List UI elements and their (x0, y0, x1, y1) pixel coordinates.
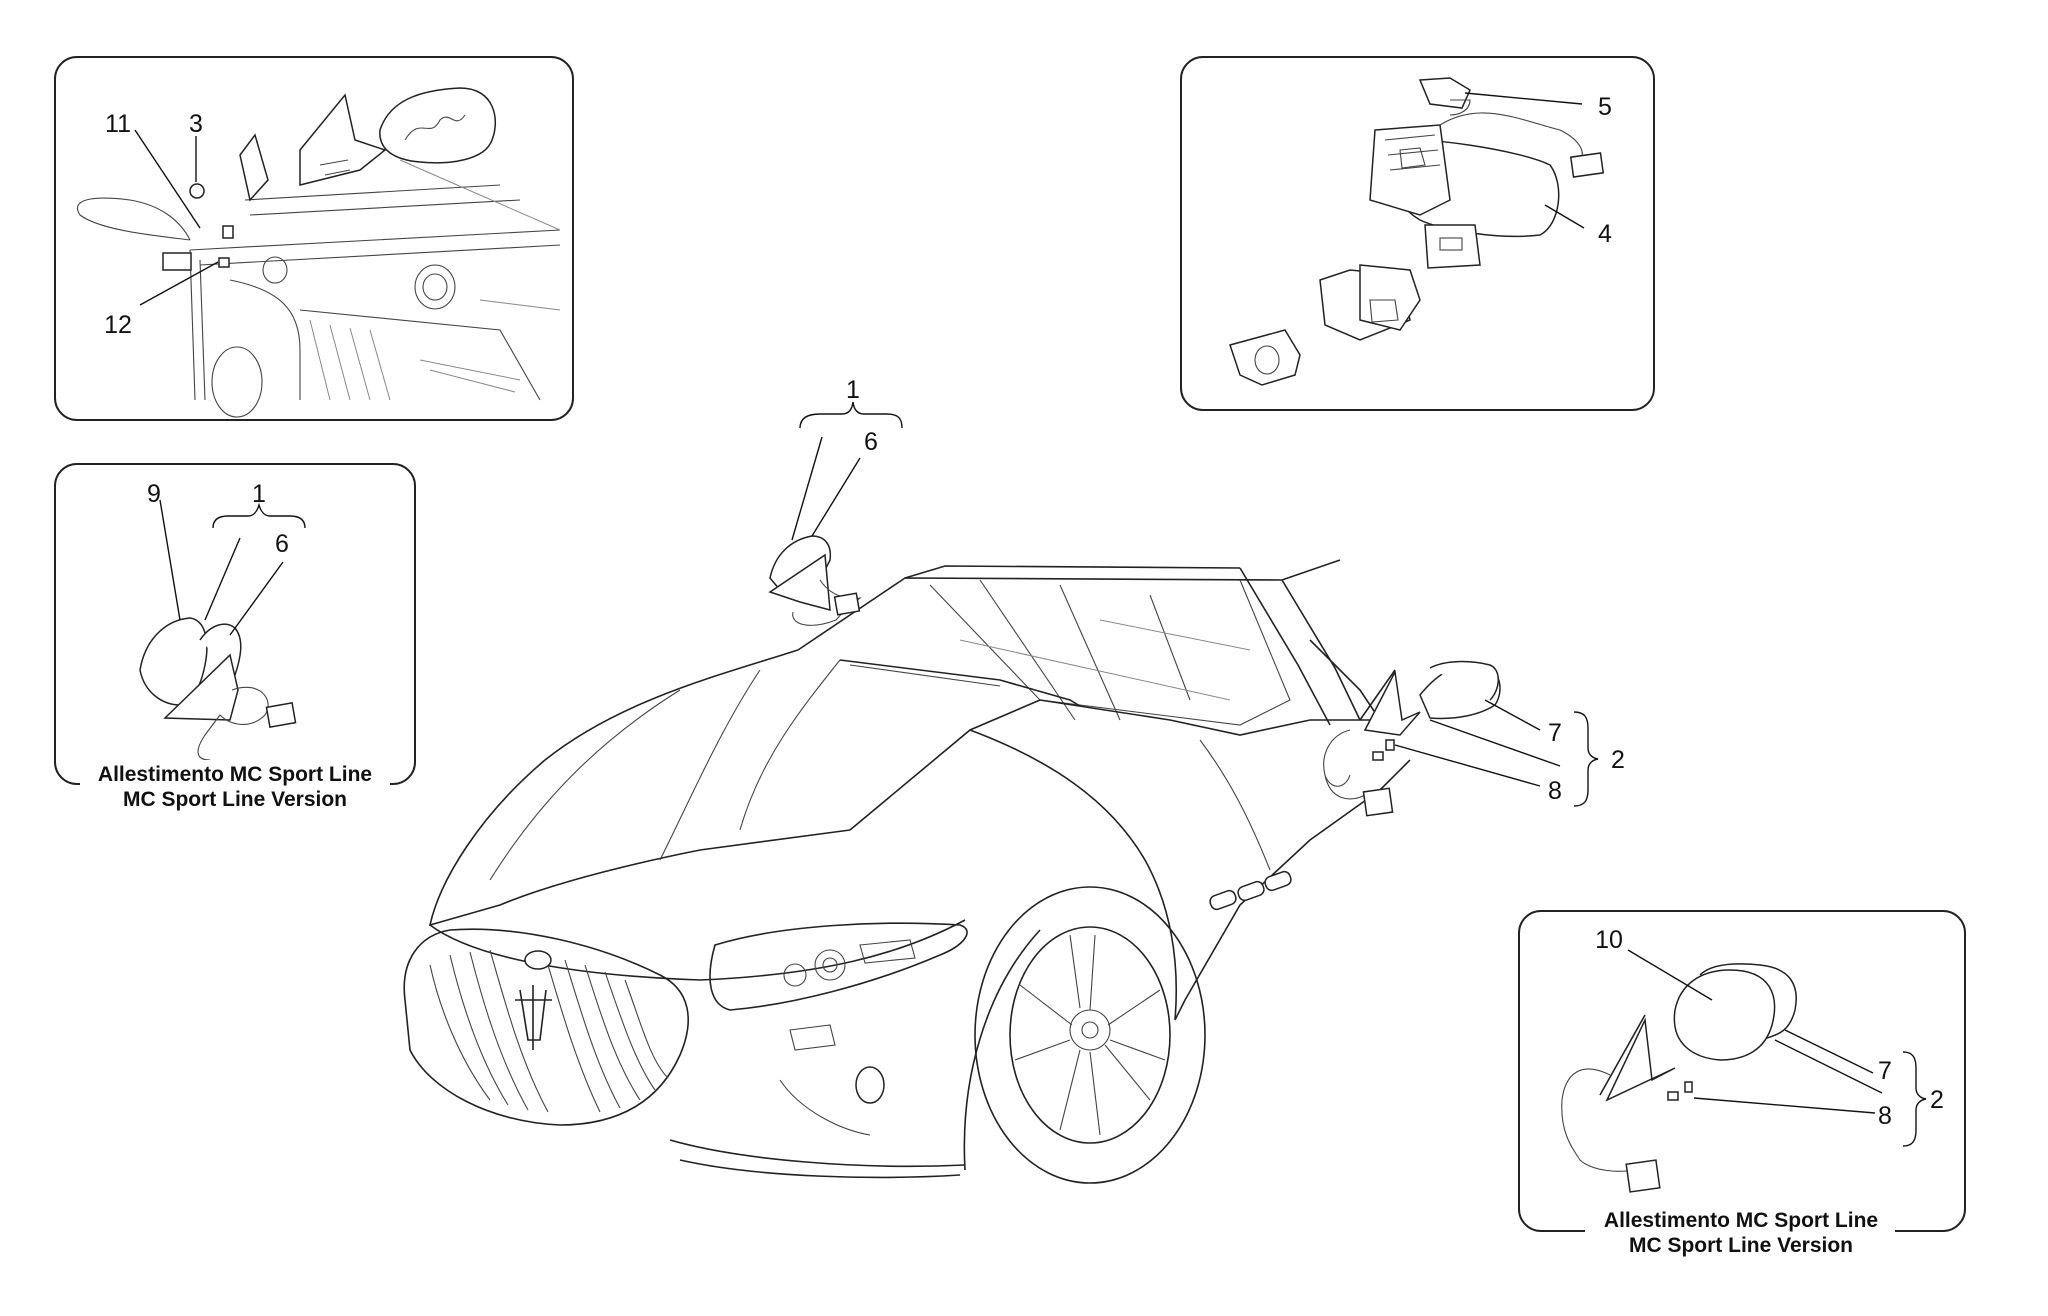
door-mirror-right (1323, 660, 1561, 817)
callout-p1-12: 12 (104, 311, 132, 339)
panel-sport-line-left (54, 463, 416, 785)
mirror-assembly-center (768, 436, 862, 626)
callout-p2-4: 4 (1598, 220, 1612, 248)
callout-p3-6: 6 (275, 530, 289, 558)
callout-p4-10: 10 (1595, 926, 1623, 954)
callout-right-2: 2 (1611, 746, 1625, 774)
callout-center-1: 1 (846, 376, 860, 404)
brace-right (1573, 711, 1599, 807)
caption-left-line1: Allestimento MC Sport Line (98, 763, 372, 786)
callout-p1-11: 11 (105, 110, 131, 138)
caption-bg-left (80, 760, 390, 814)
brace-left-panel (212, 502, 306, 529)
brace-p4 (1902, 1051, 1927, 1147)
caption-right-line2: MC Sport Line Version (1629, 1234, 1853, 1257)
callout-right-7: 7 (1548, 719, 1562, 747)
callout-p2-5: 5 (1598, 93, 1612, 121)
brace-center (799, 401, 903, 429)
front-wheel (974, 886, 1206, 1184)
panel-door-interior (54, 56, 574, 421)
callout-p4-2: 2 (1930, 1086, 1944, 1114)
callout-p3-9: 9 (147, 480, 161, 508)
panel-sport-line-right (1518, 910, 1966, 1232)
car-illustration (403, 559, 1411, 1184)
side-vents (1209, 870, 1292, 911)
caption-bg-right (1585, 1206, 1895, 1260)
callout-p4-8: 8 (1878, 1102, 1892, 1130)
caption-left-line2: MC Sport Line Version (123, 788, 347, 811)
callout-center-6: 6 (864, 428, 878, 456)
callout-right-8: 8 (1548, 777, 1562, 805)
callout-p1-3: 3 (189, 110, 203, 138)
grille-slats (429, 949, 669, 1113)
callout-p3-1: 1 (252, 480, 266, 508)
panel-mirror-exploded (1180, 56, 1655, 411)
caption-right-line1: Allestimento MC Sport Line (1604, 1209, 1878, 1232)
callout-p4-7: 7 (1878, 1057, 1892, 1085)
